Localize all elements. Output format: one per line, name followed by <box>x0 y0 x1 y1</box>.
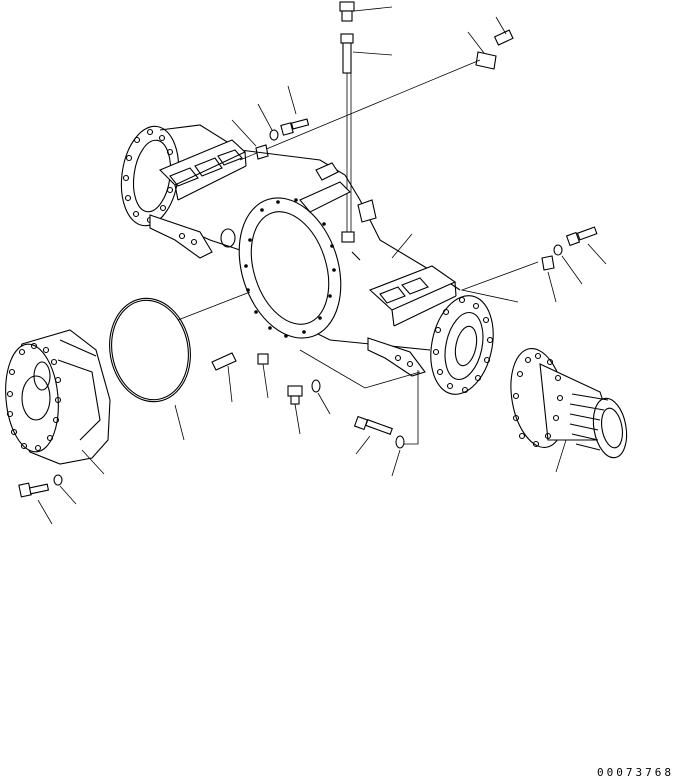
bolt-icon <box>565 226 607 265</box>
o-ring-icon <box>299 349 421 415</box>
drawing-reference-number: 00073768 <box>597 766 674 779</box>
dowel-pin-icon <box>211 352 237 403</box>
bolt-icon <box>18 482 53 525</box>
right-spring-pads <box>368 265 457 327</box>
tag-plate-icon <box>239 16 514 161</box>
clip-icon <box>231 119 269 160</box>
washer-icon <box>53 474 77 505</box>
spacer-tube-icon <box>340 33 393 232</box>
bolt-icon <box>280 85 310 136</box>
top-bolt-icon <box>339 1 393 22</box>
washer-icon <box>553 244 583 285</box>
hub-flange-shaft-icon <box>510 348 628 473</box>
washer-icon <box>391 370 419 477</box>
axle-housing-icon <box>120 124 494 395</box>
plug-icon <box>257 353 269 399</box>
o-ring-gasket-icon <box>109 291 251 441</box>
hub-bolt-holes <box>512 352 564 448</box>
plug-icon <box>287 385 303 435</box>
shaft-splines <box>569 393 609 451</box>
washer-icon <box>257 103 279 141</box>
right-flange-bolt-holes <box>432 296 494 394</box>
left-spring-pads <box>159 139 247 201</box>
bolt-icon <box>353 415 393 455</box>
clip-icon <box>460 255 557 303</box>
cover-bolt-holes <box>6 342 62 452</box>
cover-carrier-icon <box>5 329 111 475</box>
